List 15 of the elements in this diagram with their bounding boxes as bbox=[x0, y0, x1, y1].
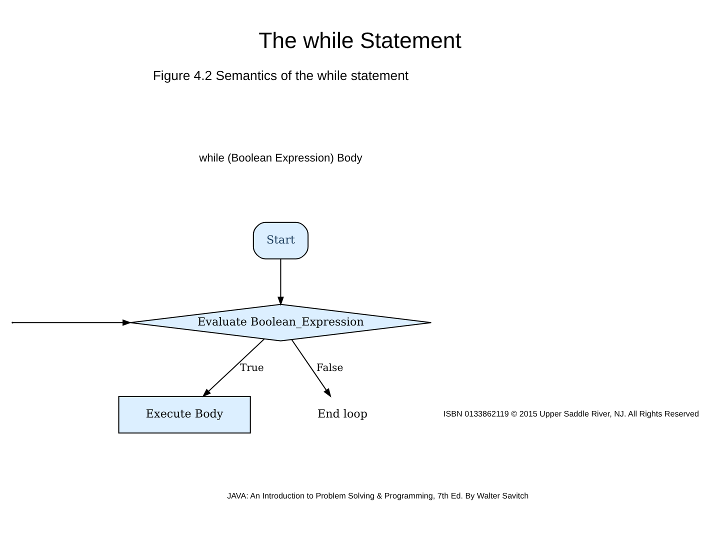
node-text: End loop bbox=[317, 407, 368, 420]
label: ISBN 0133862119 © 2015 Upper Saddle River, NJ. All Rights Reserved bbox=[443, 409, 699, 418]
label: while (Boolean Expression) Body bbox=[199, 152, 362, 164]
arrow bbox=[291, 338, 332, 397]
label: JAVA: An Introduction to Problem Solving & Programming, 7th Ed. By Walter Savitch bbox=[227, 491, 529, 500]
arrow bbox=[278, 258, 284, 306]
edge-label: False bbox=[316, 362, 344, 374]
node-box: Execute Body bbox=[118, 396, 251, 433]
edge-label: True bbox=[240, 362, 264, 374]
label: Figure 4.2 Semantics of the while statement bbox=[152, 68, 409, 83]
node-box: Start bbox=[252, 221, 309, 259]
arrow bbox=[13, 318, 132, 326]
arrow bbox=[202, 338, 265, 397]
diagram-title: The while Statement bbox=[258, 27, 462, 52]
node-diamond: Evaluate Boolean_Expression bbox=[130, 303, 432, 341]
